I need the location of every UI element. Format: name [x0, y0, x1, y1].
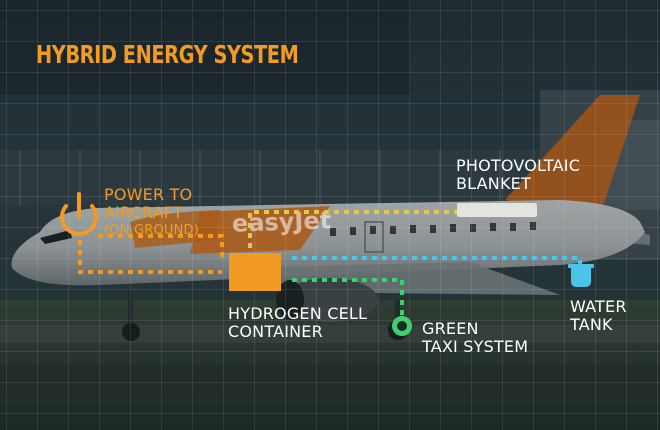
photovoltaic-label: PHOTOVOLTAIC BLANKET [456, 157, 580, 193]
power-connection-line [78, 240, 222, 274]
photovoltaic-label-line-2: BLANKET [456, 174, 531, 193]
power-label-line-1: POWER TO [104, 185, 193, 204]
water-label-line-1: WATER [570, 297, 627, 316]
hydrogen-label-line-1: HYDROGEN CELL [228, 304, 368, 323]
hydrogen-label: HYDROGEN CELL CONTAINER [228, 305, 367, 341]
water-label-line-2: TANK [570, 315, 613, 334]
taxi-label: GREEN TAXI SYSTEM [422, 320, 528, 356]
photovoltaic-connection-line [248, 210, 458, 248]
water-connection-line [292, 256, 582, 270]
hydrogen-label-line-2: CONTAINER [228, 322, 323, 341]
power-label-line-2: AIRCRAFT [104, 203, 183, 222]
solar-panel-icon [457, 203, 537, 217]
hydrogen-container-icon [229, 253, 281, 291]
water-label: WATER TANK [570, 298, 627, 334]
taxi-label-line-1: GREEN [422, 319, 479, 338]
taxi-connection-line [292, 278, 404, 318]
power-label: POWER TO AIRCRAFT (ON GROUND) [104, 186, 199, 240]
power-icon [60, 192, 98, 236]
power-connection-line-upper [98, 234, 224, 262]
diagram-title: HYBRID ENERGY SYSTEM [36, 40, 299, 69]
power-label-line-3: (ON GROUND) [104, 223, 200, 238]
taxi-label-line-2: TAXI SYSTEM [422, 337, 529, 356]
water-tank-icon [571, 266, 591, 287]
photovoltaic-label-line-1: PHOTOVOLTAIC [456, 156, 581, 175]
